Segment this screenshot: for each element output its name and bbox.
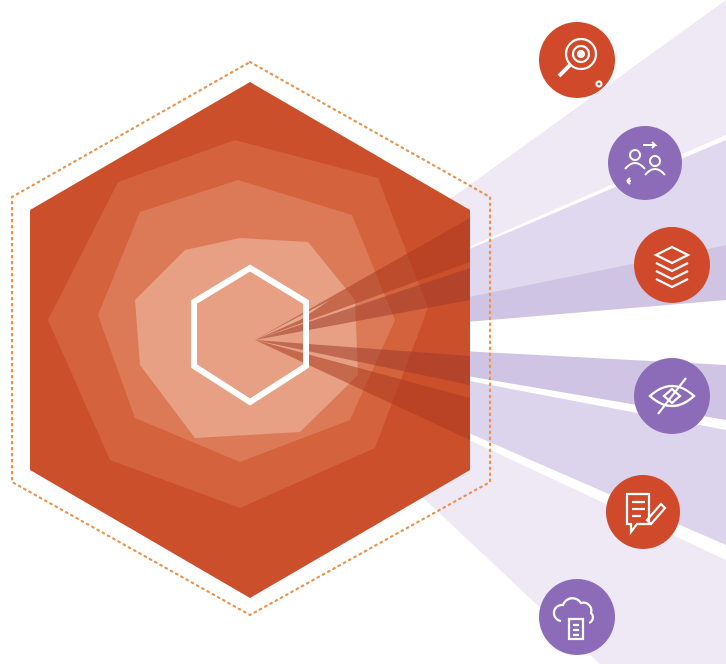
icon-circle-4 bbox=[634, 358, 710, 434]
document-edit-icon bbox=[625, 492, 667, 536]
layers-stack-icon bbox=[653, 245, 691, 289]
target-search-icon bbox=[557, 37, 603, 88]
icon-circle-1 bbox=[539, 22, 615, 98]
ring-3 bbox=[135, 238, 358, 438]
people-exchange-icon bbox=[624, 141, 666, 185]
center-hexagon-outline bbox=[191, 264, 309, 406]
dotted-hex-border bbox=[10, 60, 492, 617]
icon-circle-3 bbox=[634, 227, 710, 303]
cloud-document-icon bbox=[552, 597, 594, 641]
hidden-eye-icon bbox=[648, 377, 696, 415]
icon-circle-6 bbox=[539, 579, 615, 655]
icon-circle-5 bbox=[606, 475, 680, 549]
icon-circle-2 bbox=[608, 126, 682, 200]
